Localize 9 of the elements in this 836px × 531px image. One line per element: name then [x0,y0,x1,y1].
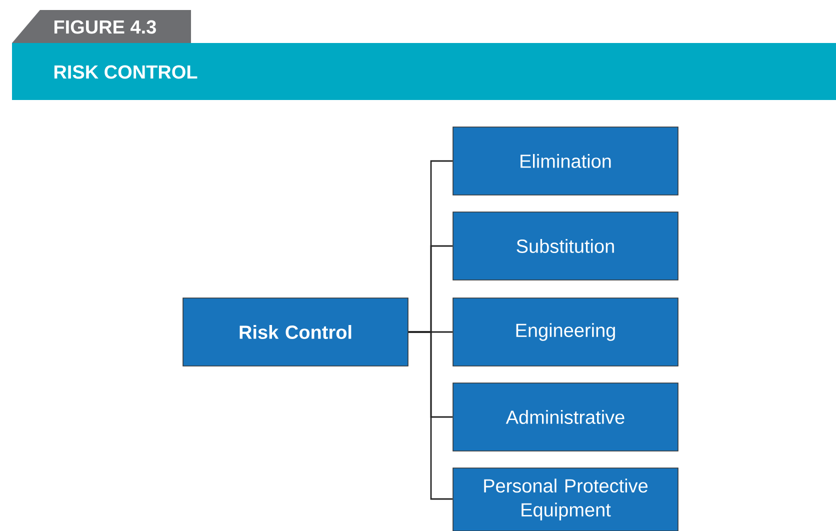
connector-line [408,331,453,500]
category-box: Substitution [452,212,678,280]
category-box: Administrative [452,382,678,452]
category-box: Personal Protective Equipment [452,468,678,531]
category-box: Elimination [452,126,678,196]
root-box: Risk Control [182,298,408,366]
heading: RISK CONTROL [54,65,198,79]
category-box: Engineering [452,298,678,366]
figure-number: FIGURE 4.3 [54,20,156,34]
